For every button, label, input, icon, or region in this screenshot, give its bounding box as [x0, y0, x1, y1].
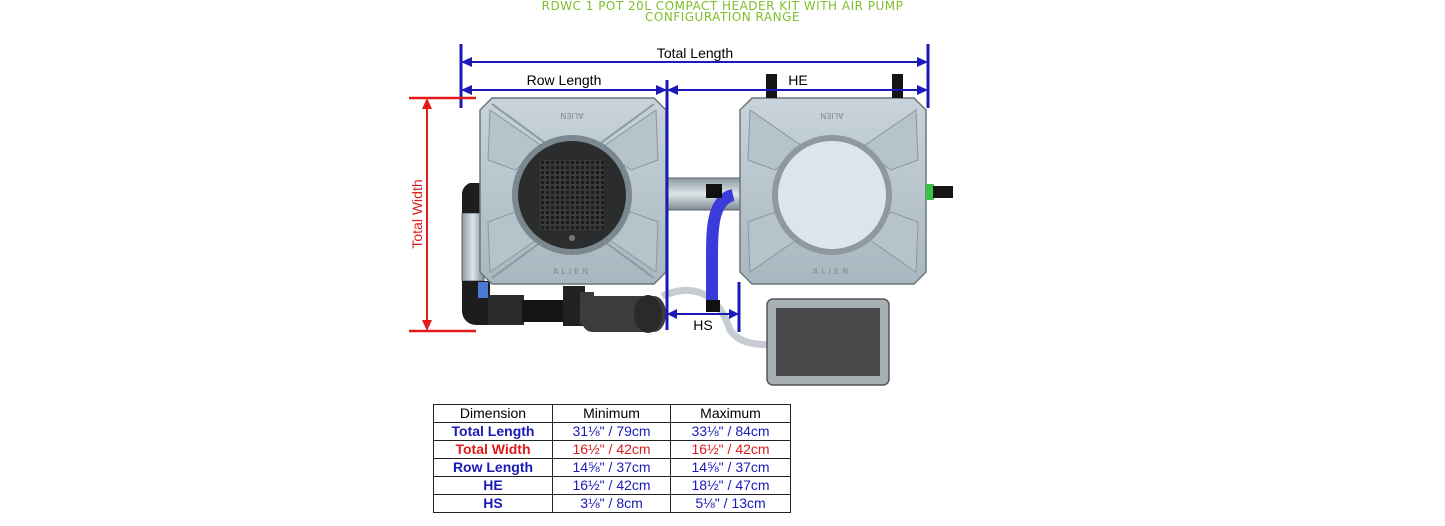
max-value: 16½" / 42cm: [670, 440, 791, 459]
row-length-label: Row Length: [527, 72, 602, 88]
min-value: 31⅛" / 79cm: [552, 422, 671, 441]
row-length-dim: Row Length: [461, 72, 669, 330]
table-row: HE 16½" / 42cm 18½" / 47cm: [433, 476, 791, 495]
dimension-name: HS: [433, 494, 553, 513]
top-fitting-right: [892, 74, 903, 98]
total-width-label: Total Width: [409, 179, 425, 248]
he-label: HE: [788, 72, 807, 88]
hose-connector: [706, 184, 722, 198]
svg-text:ALIEN: ALIEN: [553, 267, 591, 276]
total-length-label: Total Length: [657, 45, 733, 61]
min-value: 16½" / 42cm: [552, 440, 671, 459]
table-row: Total Width 16½" / 42cm 16½" / 42cm: [433, 440, 791, 459]
water-indicator: [478, 282, 488, 298]
max-value: 5⅛" / 13cm: [670, 494, 791, 513]
left-pot: ALIEN ALIEN: [479, 97, 667, 285]
table-row: Total Length 31⅛" / 79cm 33⅛" / 84cm: [433, 422, 791, 441]
dimension-name: Total Length: [433, 422, 553, 441]
pump-cap: [634, 295, 662, 333]
max-value: 14⅝" / 37cm: [670, 458, 791, 477]
svg-text:ALIEN: ALIEN: [813, 267, 851, 276]
green-fitting: [926, 184, 934, 200]
dimension-name: Row Length: [433, 458, 553, 477]
title-line-2: CONFIGURATION RANGE: [645, 10, 800, 24]
hs-dim: HS: [667, 282, 741, 333]
dimensions-table: Dimension Minimum Maximum Total Length 3…: [433, 404, 791, 513]
dimension-name: Total Width: [433, 440, 553, 459]
dimension-name: HE: [433, 476, 553, 495]
valve: [522, 300, 566, 322]
air-pump: [766, 298, 890, 386]
column-header: Dimension: [433, 404, 553, 423]
column-header: Minimum: [552, 404, 671, 423]
side-connector: [933, 186, 953, 198]
air-hose: [660, 286, 781, 349]
max-value: 18½" / 47cm: [670, 476, 791, 495]
hose-connector-bottom: [706, 300, 720, 312]
svg-text:ALIEN: ALIEN: [560, 111, 583, 120]
min-value: 16½" / 42cm: [552, 476, 671, 495]
total-width-dim: Total Width: [409, 96, 476, 333]
top-fitting-left: [766, 74, 777, 98]
kit-diagram: ALIEN ALIEN ALIEN ALIEN Total Length: [409, 44, 953, 386]
max-value: 33⅛" / 84cm: [670, 422, 791, 441]
min-value: 3⅛" / 8cm: [552, 494, 671, 513]
fitting-1: [488, 295, 524, 325]
he-dim: HE: [667, 72, 928, 95]
fitting-2: [563, 286, 585, 326]
min-value: 14⅝" / 37cm: [552, 458, 671, 477]
right-pot: ALIEN ALIEN: [739, 97, 927, 285]
table-row: Row Length 14⅝" / 37cm 14⅝" / 37cm: [433, 458, 791, 477]
column-header: Maximum: [670, 404, 791, 423]
table-row: HS 3⅛" / 8cm 5⅛" / 13cm: [433, 494, 791, 513]
svg-text:ALIEN: ALIEN: [820, 111, 843, 120]
hs-label: HS: [693, 317, 712, 333]
title-line-1: RDWC 1 POT 20L COMPACT HEADER KIT WITH A…: [541, 0, 904, 13]
total-length-dim: Total Length: [459, 44, 930, 108]
blue-hose: [706, 189, 736, 305]
table-header-row: Dimension Minimum Maximum: [433, 404, 791, 423]
